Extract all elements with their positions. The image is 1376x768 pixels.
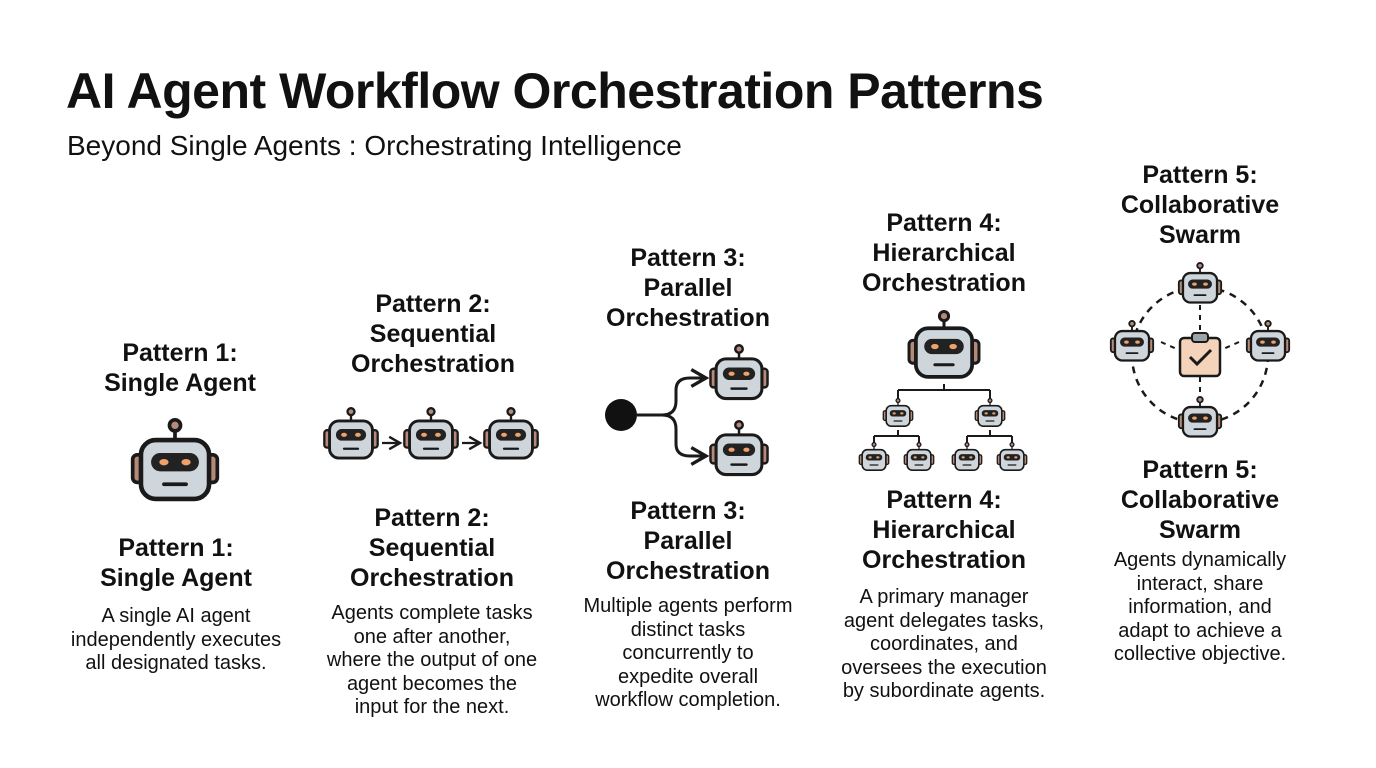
pattern-1-description-line: all designated tasks. bbox=[85, 652, 267, 674]
pattern-5-description-line: information, and bbox=[1128, 596, 1272, 618]
robot-icon bbox=[903, 442, 935, 471]
robot-icon bbox=[1109, 320, 1155, 362]
pattern-2-description-line: one after another, bbox=[353, 625, 511, 648]
robot-icon bbox=[708, 420, 770, 477]
pattern-2-description-line: Agents complete tasks bbox=[331, 602, 533, 624]
pattern-3-bottom-title-line: Orchestration bbox=[606, 557, 770, 585]
pattern-3-top-title-line: Orchestration bbox=[606, 304, 770, 332]
pattern-2-bottom-title-line: Sequential bbox=[368, 534, 496, 562]
pattern-3-bottom-title-line: Parallel bbox=[643, 527, 733, 555]
pattern-4-description-line: by subordinate agents. bbox=[842, 680, 1046, 702]
pattern-1-description: A single AI agent independently executes… bbox=[66, 605, 286, 676]
pattern-3-description: Multiple agents perform distinct tasks c… bbox=[563, 595, 813, 713]
pattern-5-description-line: collective objective. bbox=[1113, 643, 1287, 665]
start-node-icon bbox=[605, 399, 637, 431]
pattern-4-bottom-title: Pattern 4: Hierarchical Orchestration bbox=[844, 485, 1044, 575]
pattern-5-diagram bbox=[1109, 262, 1291, 438]
pattern-3-top-title-line: Pattern 3: bbox=[630, 244, 746, 272]
branch-arrow-icon bbox=[637, 368, 710, 466]
pattern-5-description-line: Agents dynamically bbox=[1113, 549, 1287, 571]
pattern-1-top-title-line: Pattern 1: bbox=[122, 339, 238, 367]
robot-icon bbox=[858, 442, 890, 471]
page-subtitle: Beyond Single Agents : Orchestrating Int… bbox=[67, 130, 682, 161]
page-title: AI Agent Workflow Orchestration Patterns bbox=[66, 63, 1044, 119]
pattern-5-description: Agents dynamically interact, share infor… bbox=[1080, 549, 1320, 667]
pattern-5-top-title-line: Pattern 5: bbox=[1142, 161, 1258, 189]
pattern-2-description-line: input for the next. bbox=[354, 696, 510, 718]
pattern-2-top-title-line: Pattern 2: bbox=[375, 290, 491, 318]
robot-icon bbox=[1177, 396, 1223, 438]
pattern-2-description: Agents complete tasks one after another,… bbox=[307, 602, 557, 720]
pattern-1-bottom-title-line: Single Agent bbox=[100, 564, 252, 592]
pattern-4-description-line: agent delegates tasks, bbox=[843, 609, 1045, 632]
pattern-3-diagram bbox=[605, 344, 770, 477]
clipboard-check-icon bbox=[1178, 332, 1222, 378]
pattern-4-top-title-line: Pattern 4: bbox=[886, 209, 1002, 237]
robot-icon bbox=[482, 407, 540, 460]
pattern-4-top-title-line: Orchestration bbox=[862, 269, 1026, 297]
pattern-5-description-line: adapt to achieve a bbox=[1118, 619, 1282, 642]
pattern-3-top-title: Pattern 3: Parallel Orchestration bbox=[588, 243, 788, 333]
pattern-5-bottom-title-line: Swarm bbox=[1159, 516, 1241, 544]
pattern-3-bottom-title-line: Pattern 3: bbox=[630, 497, 746, 525]
pattern-1-top-title-line: Single Agent bbox=[104, 369, 256, 397]
pattern-5-top-title-line: Collaborative bbox=[1120, 191, 1280, 219]
pattern-5-bottom-title-line: Pattern 5: bbox=[1142, 456, 1258, 484]
pattern-1-diagram bbox=[125, 418, 225, 518]
pattern-2-top-title-line: Orchestration bbox=[351, 350, 515, 378]
pattern-2-diagram bbox=[322, 407, 540, 460]
pattern-4-bottom-title-line: Pattern 4: bbox=[886, 486, 1002, 514]
pattern-4-diagram bbox=[858, 310, 1028, 471]
pattern-3-description-line: concurrently to bbox=[622, 642, 754, 664]
robot-icon bbox=[996, 442, 1028, 471]
robot-icon bbox=[882, 398, 914, 427]
pattern-4-bottom-title-line: Hierarchical bbox=[872, 516, 1016, 544]
pattern-1-description-line: independently executes bbox=[70, 628, 282, 651]
robot-icon bbox=[133, 420, 218, 499]
pattern-1-description-line: A single AI agent bbox=[101, 605, 251, 627]
pattern-3-description-line: Multiple agents perform bbox=[583, 595, 793, 617]
robot-icon bbox=[402, 407, 460, 460]
pattern-3-bottom-title: Pattern 3: Parallel Orchestration bbox=[588, 496, 788, 586]
pattern-4-description-line: A primary manager bbox=[859, 586, 1029, 608]
pattern-2-bottom-title-line: Orchestration bbox=[350, 564, 514, 592]
pattern-5-description-line: interact, share bbox=[1136, 572, 1264, 595]
pattern-3-description-line: expedite overall bbox=[617, 665, 759, 688]
pattern-2-bottom-title-line: Pattern 2: bbox=[374, 504, 490, 532]
robot-icon bbox=[974, 398, 1006, 427]
pattern-3-description-line: distinct tasks bbox=[630, 618, 746, 641]
robot-icon bbox=[322, 407, 380, 460]
pattern-5-top-title-line: Swarm bbox=[1159, 221, 1241, 249]
pattern-2-top-title-line: Sequential bbox=[369, 320, 497, 348]
pattern-5-bottom-title: Pattern 5: Collaborative Swarm bbox=[1100, 455, 1300, 545]
pattern-1-bottom-title: Pattern 1: Single Agent bbox=[76, 533, 276, 593]
pattern-1-top-title: Pattern 1: Single Agent bbox=[80, 338, 280, 398]
tree-connector-icon bbox=[873, 384, 1013, 444]
pattern-4-description-line: coordinates, and bbox=[870, 633, 1018, 655]
pattern-1-bottom-title-line: Pattern 1: bbox=[118, 534, 234, 562]
robot-icon bbox=[1177, 262, 1223, 304]
pattern-4-bottom-title-line: Orchestration bbox=[862, 546, 1026, 574]
pattern-2-description-line: agent becomes the bbox=[346, 672, 518, 695]
pattern-3-top-title-line: Parallel bbox=[643, 274, 733, 302]
pattern-2-description-line: where the output of one bbox=[326, 649, 538, 671]
robot-icon bbox=[1245, 320, 1291, 362]
pattern-4-description: A primary manager agent delegates tasks,… bbox=[819, 586, 1069, 704]
pattern-3-description-line: workflow completion. bbox=[595, 689, 781, 711]
robot-icon bbox=[708, 344, 770, 401]
pattern-5-top-title: Pattern 5: Collaborative Swarm bbox=[1100, 160, 1300, 250]
pattern-4-description-line: oversees the execution bbox=[841, 656, 1047, 679]
pattern-4-top-title-line: Hierarchical bbox=[872, 239, 1016, 267]
pattern-4-top-title: Pattern 4: Hierarchical Orchestration bbox=[844, 208, 1044, 298]
robot-icon bbox=[907, 310, 981, 379]
robot-icon bbox=[951, 442, 983, 471]
pattern-2-bottom-title: Pattern 2: Sequential Orchestration bbox=[332, 503, 532, 593]
pattern-2-top-title: Pattern 2: Sequential Orchestration bbox=[333, 289, 533, 379]
pattern-5-bottom-title-line: Collaborative bbox=[1120, 486, 1280, 514]
